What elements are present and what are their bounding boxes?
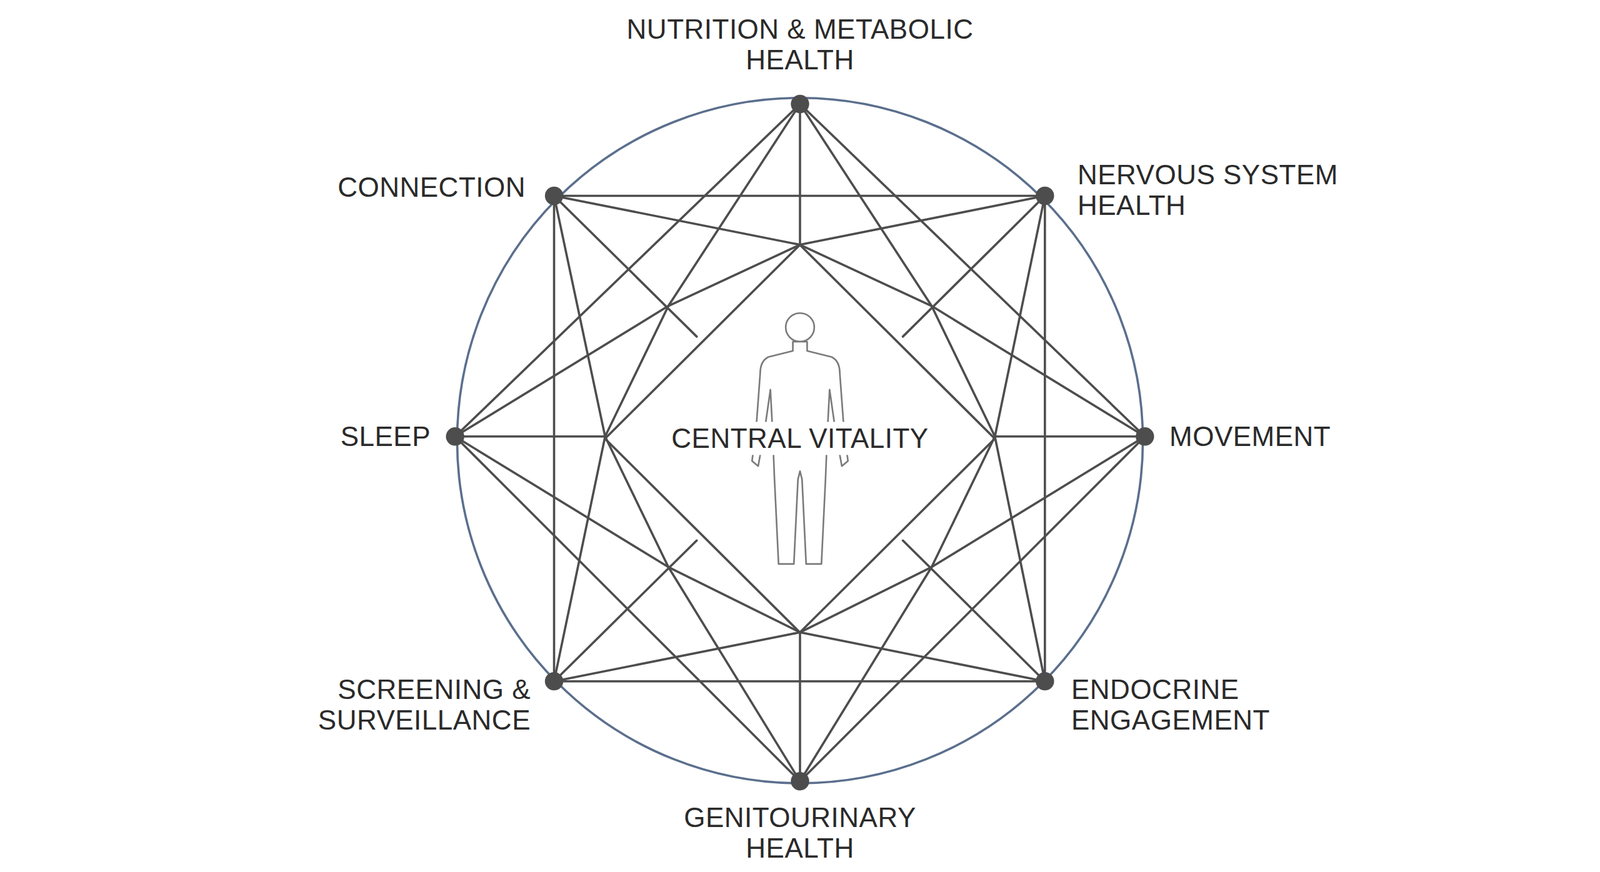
network-line bbox=[798, 632, 802, 782]
network-line bbox=[455, 104, 800, 437]
pillar-label: SLEEP bbox=[243, 421, 431, 452]
vertex-dot bbox=[1035, 186, 1054, 205]
network-line bbox=[554, 436, 606, 682]
pillar-label: MOVEMENT bbox=[1169, 421, 1420, 452]
network-line bbox=[931, 436, 1145, 568]
network-line bbox=[931, 306, 1145, 437]
pillar-label: CONNECTION bbox=[263, 171, 526, 203]
vertex-dot bbox=[545, 186, 564, 205]
vertex-dot bbox=[445, 427, 464, 446]
network-line bbox=[800, 195, 1045, 245]
network-line bbox=[800, 245, 932, 307]
network-line bbox=[995, 436, 1045, 682]
network-line bbox=[800, 632, 1045, 682]
center-title: CENTRAL VITALITY bbox=[667, 421, 932, 455]
network-line bbox=[554, 195, 800, 245]
network-line bbox=[903, 540, 1045, 682]
network-line bbox=[455, 435, 605, 439]
network-line bbox=[455, 436, 669, 568]
network-line bbox=[931, 306, 995, 437]
pillar-label: SCREENING & SURVEILLANCE bbox=[255, 674, 531, 737]
network-line bbox=[668, 567, 800, 782]
vertex-dot bbox=[1135, 427, 1154, 446]
network-line bbox=[798, 104, 802, 245]
network-line bbox=[554, 540, 697, 682]
network-line bbox=[903, 195, 1045, 337]
network-line bbox=[554, 195, 606, 437]
network-line bbox=[800, 104, 932, 307]
network-line bbox=[554, 632, 800, 682]
figure-head bbox=[785, 313, 815, 342]
vertex-dot bbox=[790, 95, 809, 114]
network-line bbox=[605, 436, 669, 568]
center-diamond: CENTRAL VITALITY bbox=[605, 245, 995, 633]
pillar-label: GENITOURINARY HEALTH bbox=[653, 802, 947, 865]
vertex-dot bbox=[545, 672, 564, 691]
network-line bbox=[800, 567, 932, 633]
outer-circle bbox=[456, 98, 1143, 784]
network-line bbox=[668, 567, 800, 633]
network-line bbox=[800, 567, 932, 782]
network-line bbox=[668, 245, 800, 307]
network-line bbox=[455, 306, 669, 437]
diamond-border bbox=[605, 245, 995, 633]
vertex-dot bbox=[1035, 672, 1054, 691]
network-line bbox=[605, 306, 669, 437]
network-line bbox=[554, 195, 697, 337]
network-line bbox=[995, 195, 1045, 437]
pillar-label: ENDOCRINE ENGAGEMENT bbox=[1071, 674, 1334, 737]
pillar-label: NUTRITION & METABOLIC HEALTH bbox=[625, 13, 975, 76]
node-dots bbox=[445, 95, 1154, 792]
network-line bbox=[931, 436, 995, 568]
star-network bbox=[455, 104, 1145, 782]
network-line bbox=[995, 435, 1145, 439]
network-line bbox=[800, 104, 1145, 437]
network-line bbox=[553, 195, 556, 682]
pillar-label: NERVOUS SYSTEM HEALTH bbox=[1077, 159, 1378, 222]
network-line bbox=[1043, 195, 1047, 682]
vertex-dot bbox=[790, 772, 809, 791]
network-line bbox=[668, 104, 800, 307]
